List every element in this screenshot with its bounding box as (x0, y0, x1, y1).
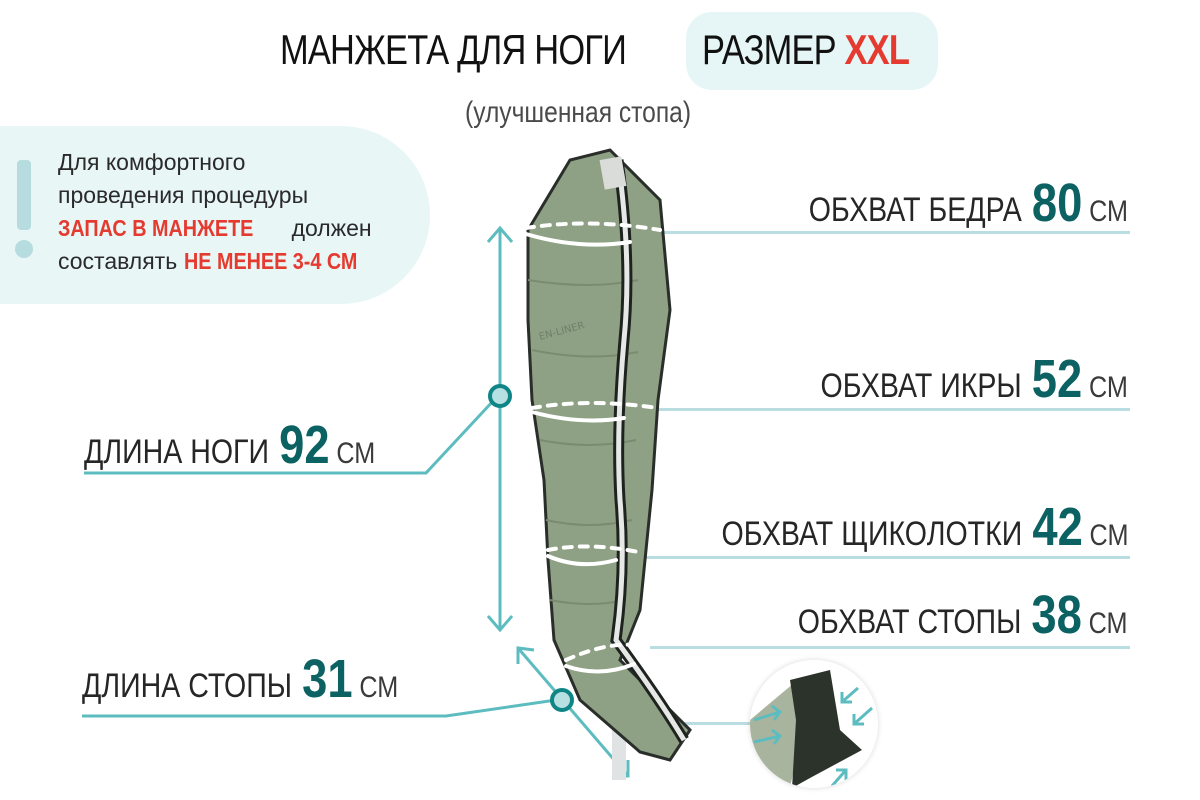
ankle-value: 42 (1031, 497, 1083, 557)
note-highlight-min: НЕ МЕНЕЕ 3-4 СМ (183, 248, 357, 274)
foot-detail-inset-image (750, 660, 878, 788)
leg-length-value: 92 (279, 415, 330, 475)
subtitle: (улучшенная стопа) (465, 96, 692, 129)
ankle-line (640, 556, 1130, 559)
note-bubble (0, 126, 430, 304)
inset-line (680, 722, 750, 725)
foot-value: 38 (1031, 585, 1083, 645)
size-label: РАЗМЕР XXL (702, 26, 910, 74)
size-label-text: РАЗМЕР (702, 26, 837, 73)
calf-line (650, 408, 1130, 411)
note-line-3: ЗАПАС В МАНЖЕТЕ должен (58, 212, 385, 245)
foot-line (650, 646, 1130, 649)
note-line-2: проведения процедуры (58, 182, 309, 208)
note-highlight-reserve: ЗАПАС В МАНЖЕТЕ (58, 215, 254, 241)
exclamation-icon (14, 160, 34, 258)
size-value: XXL (844, 26, 910, 73)
note-line-1: Для комфортного (58, 149, 246, 175)
leg-cuff-sleeve-image: EN-LINER (524, 148, 692, 780)
note-text: Для комфортного проведения процедуры ЗАП… (58, 146, 385, 278)
calf-value: 52 (1031, 349, 1083, 409)
page-title: МАНЖЕТА ДЛЯ НОГИ (280, 26, 627, 73)
thigh-value: 80 (1031, 173, 1083, 233)
note-line-4: составлять НЕ МЕНЕЕ 3-4 СМ (58, 245, 385, 278)
foot-length-value: 31 (302, 649, 353, 709)
size-pill (686, 12, 938, 90)
thigh-line (648, 231, 1130, 234)
